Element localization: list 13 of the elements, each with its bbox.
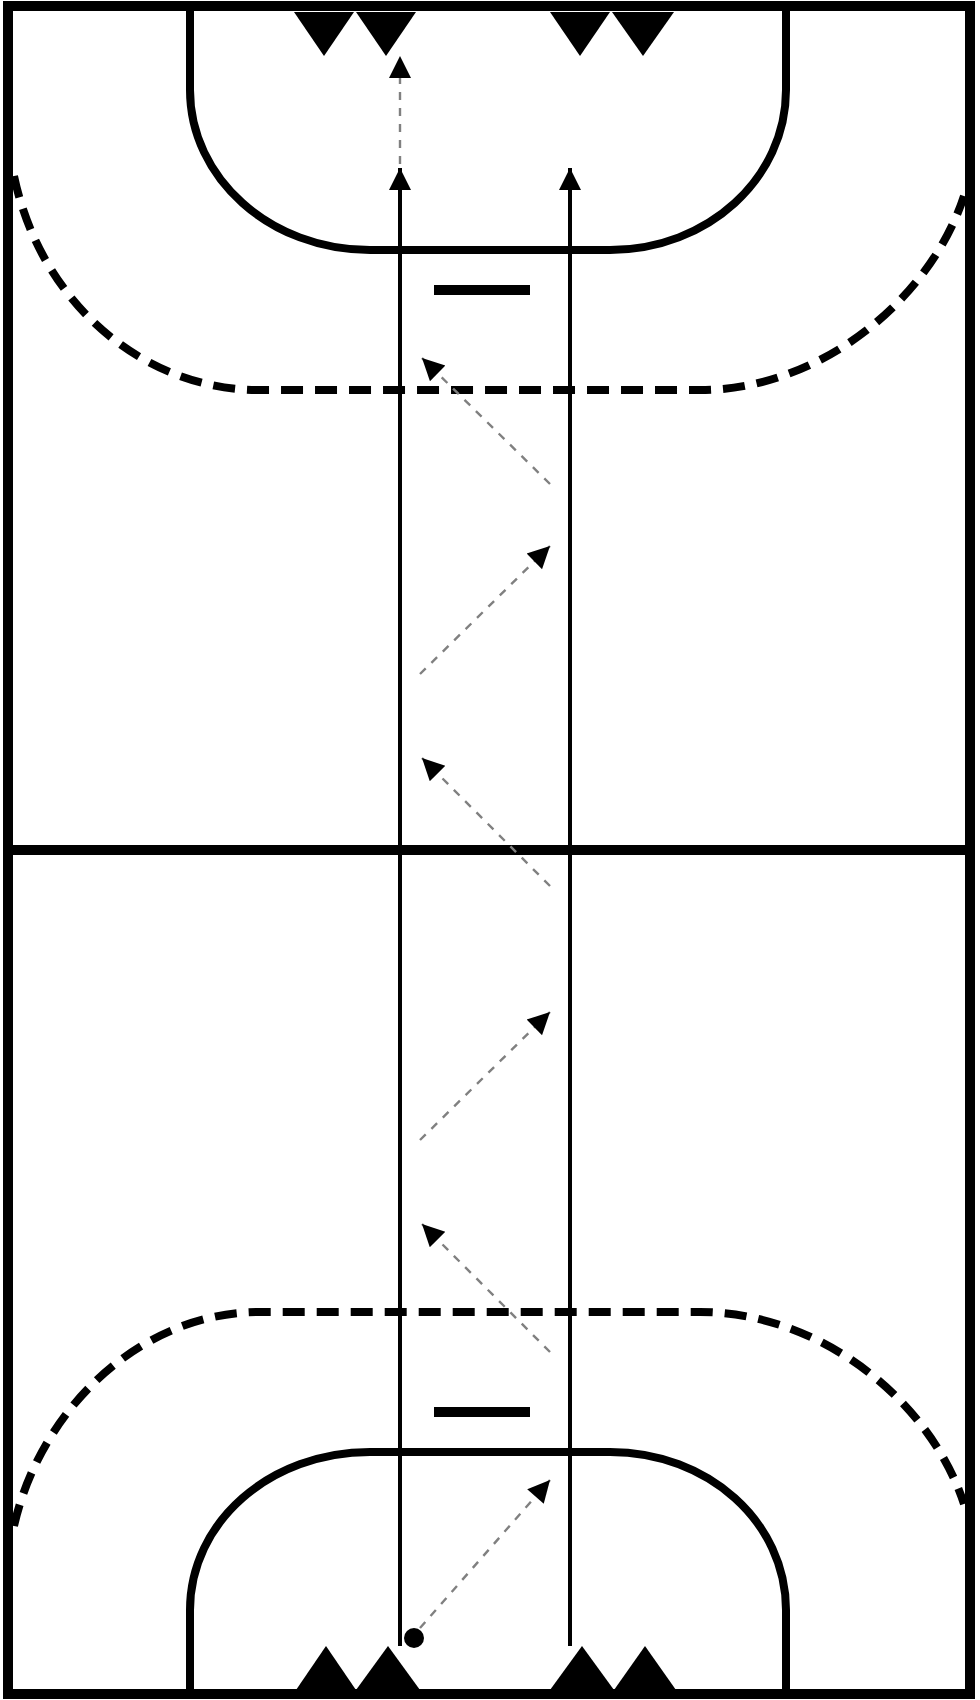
arrow xyxy=(559,168,581,1646)
triangle-marker xyxy=(550,12,610,56)
triangle-marker xyxy=(356,1646,420,1690)
triangle-marker xyxy=(294,12,354,56)
triangle-marker xyxy=(296,1646,356,1690)
triangle-marker xyxy=(356,12,416,56)
ball-marker xyxy=(404,1628,424,1648)
triangle-marker xyxy=(550,1646,614,1690)
triangle-marker xyxy=(614,1646,676,1690)
dashed-arrow xyxy=(419,1479,551,1629)
dashed-arrow xyxy=(389,56,411,164)
triangle-marker xyxy=(612,12,674,56)
arrow xyxy=(389,168,411,1646)
